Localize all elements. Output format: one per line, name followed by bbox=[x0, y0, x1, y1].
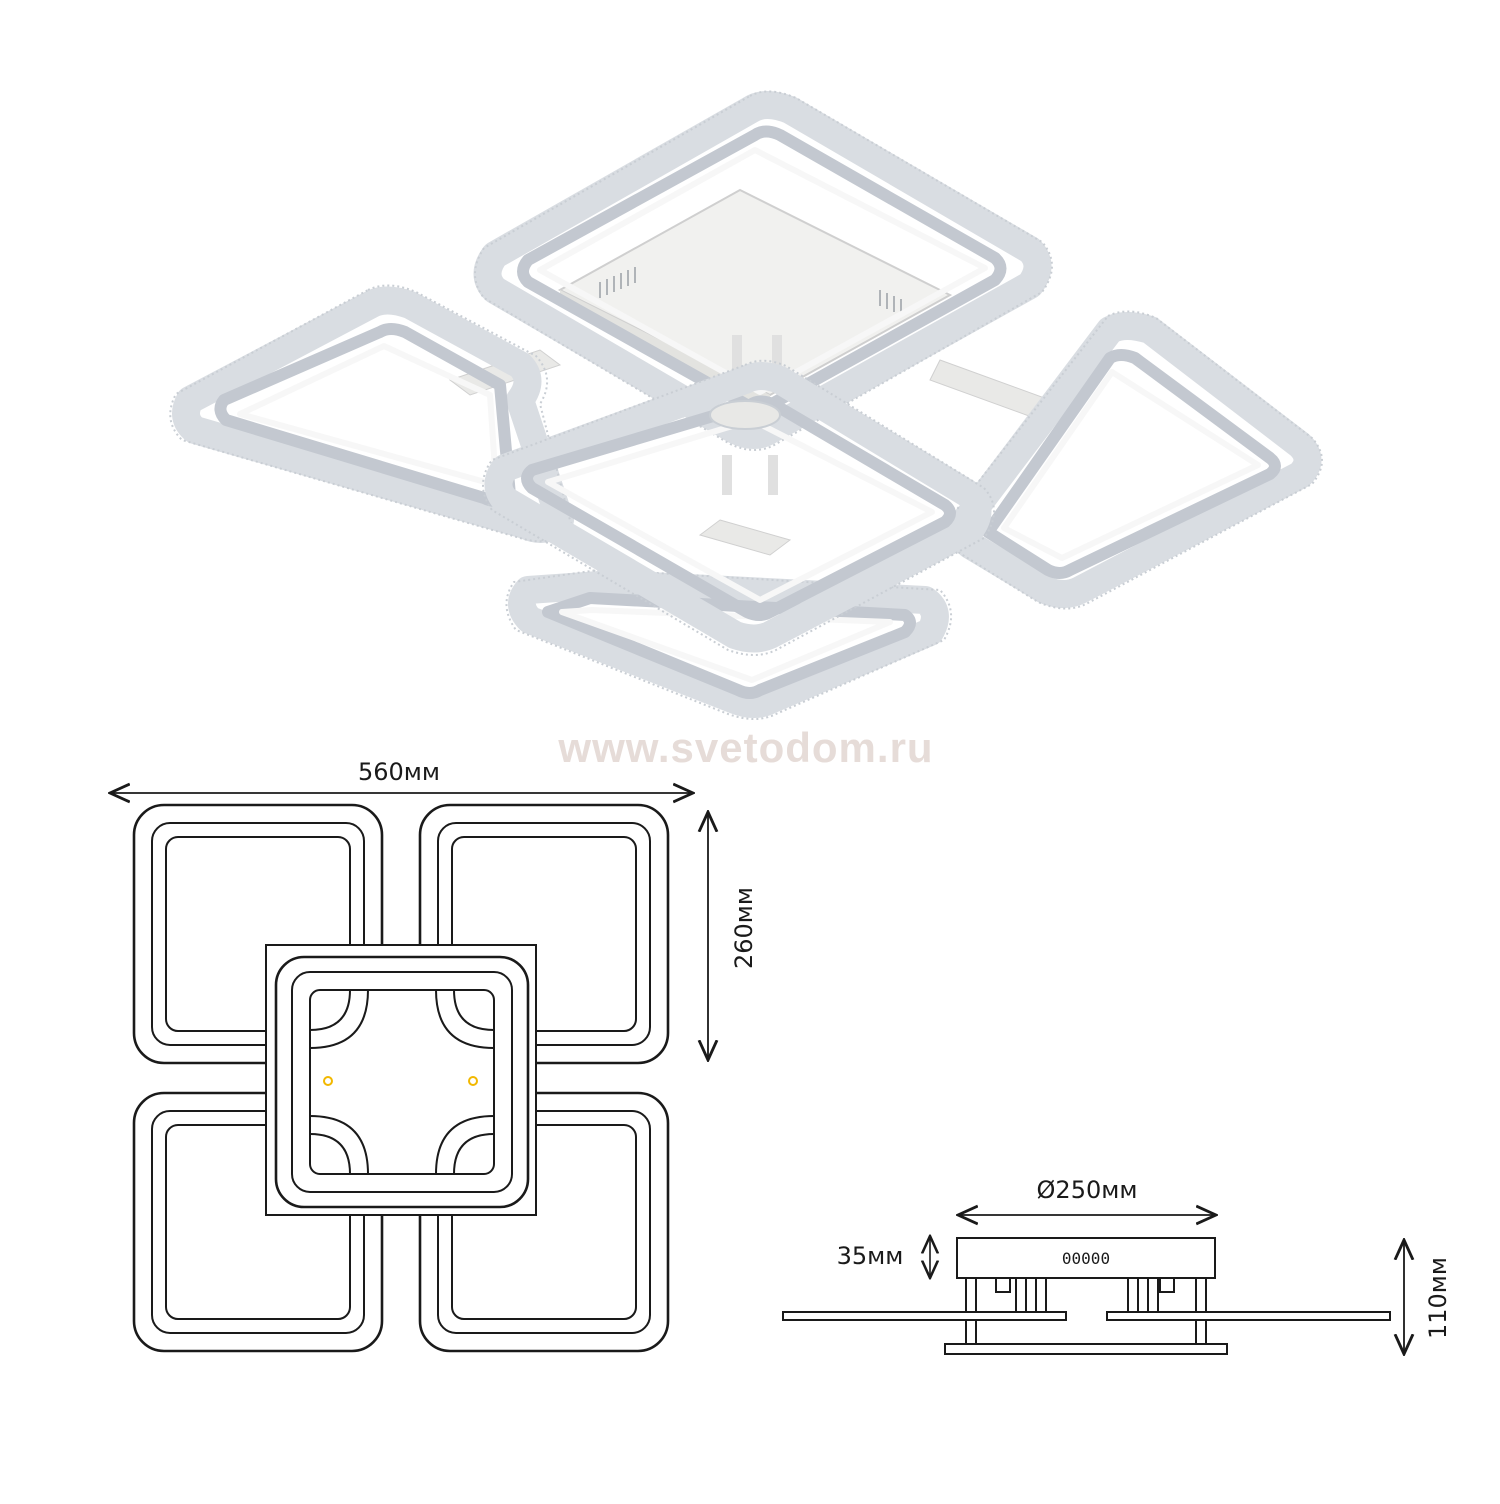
width-label: 560мм bbox=[358, 758, 440, 786]
indicator-dot bbox=[468, 1076, 478, 1086]
arm-front bbox=[698, 519, 792, 556]
rod bbox=[722, 455, 732, 495]
control-label: 00000 bbox=[1062, 1249, 1110, 1268]
canopy-box bbox=[956, 1237, 1216, 1279]
total-height-label: 110мм bbox=[1424, 1257, 1452, 1339]
product-render bbox=[169, 90, 1323, 720]
rod bbox=[732, 335, 742, 375]
center-hub bbox=[709, 400, 781, 430]
ring-center bbox=[482, 359, 995, 656]
watermark-text: www.svetodom.ru bbox=[557, 724, 933, 771]
top-view-drawing: 560мм 260мм bbox=[110, 758, 758, 1353]
ring-plate-right bbox=[1106, 1311, 1391, 1321]
indicator-dot bbox=[323, 1076, 333, 1086]
base-height-label: 35мм bbox=[837, 1242, 904, 1270]
depth-label: 260мм bbox=[730, 887, 758, 969]
rod bbox=[768, 455, 778, 495]
rod bbox=[772, 335, 782, 375]
square-bottom-right bbox=[418, 1091, 670, 1353]
side-view-drawing: Ø250мм 35мм 00000 110мм bbox=[782, 1176, 1452, 1355]
square-top-left bbox=[132, 803, 384, 1065]
square-center bbox=[274, 955, 530, 1209]
ring-right bbox=[948, 310, 1323, 610]
ring-plate-bottom bbox=[944, 1343, 1228, 1355]
ring-plate-left bbox=[782, 1311, 1067, 1321]
square-bottom-left bbox=[132, 1091, 384, 1353]
square-top-right bbox=[418, 803, 670, 1065]
diameter-label: Ø250мм bbox=[1037, 1176, 1138, 1204]
